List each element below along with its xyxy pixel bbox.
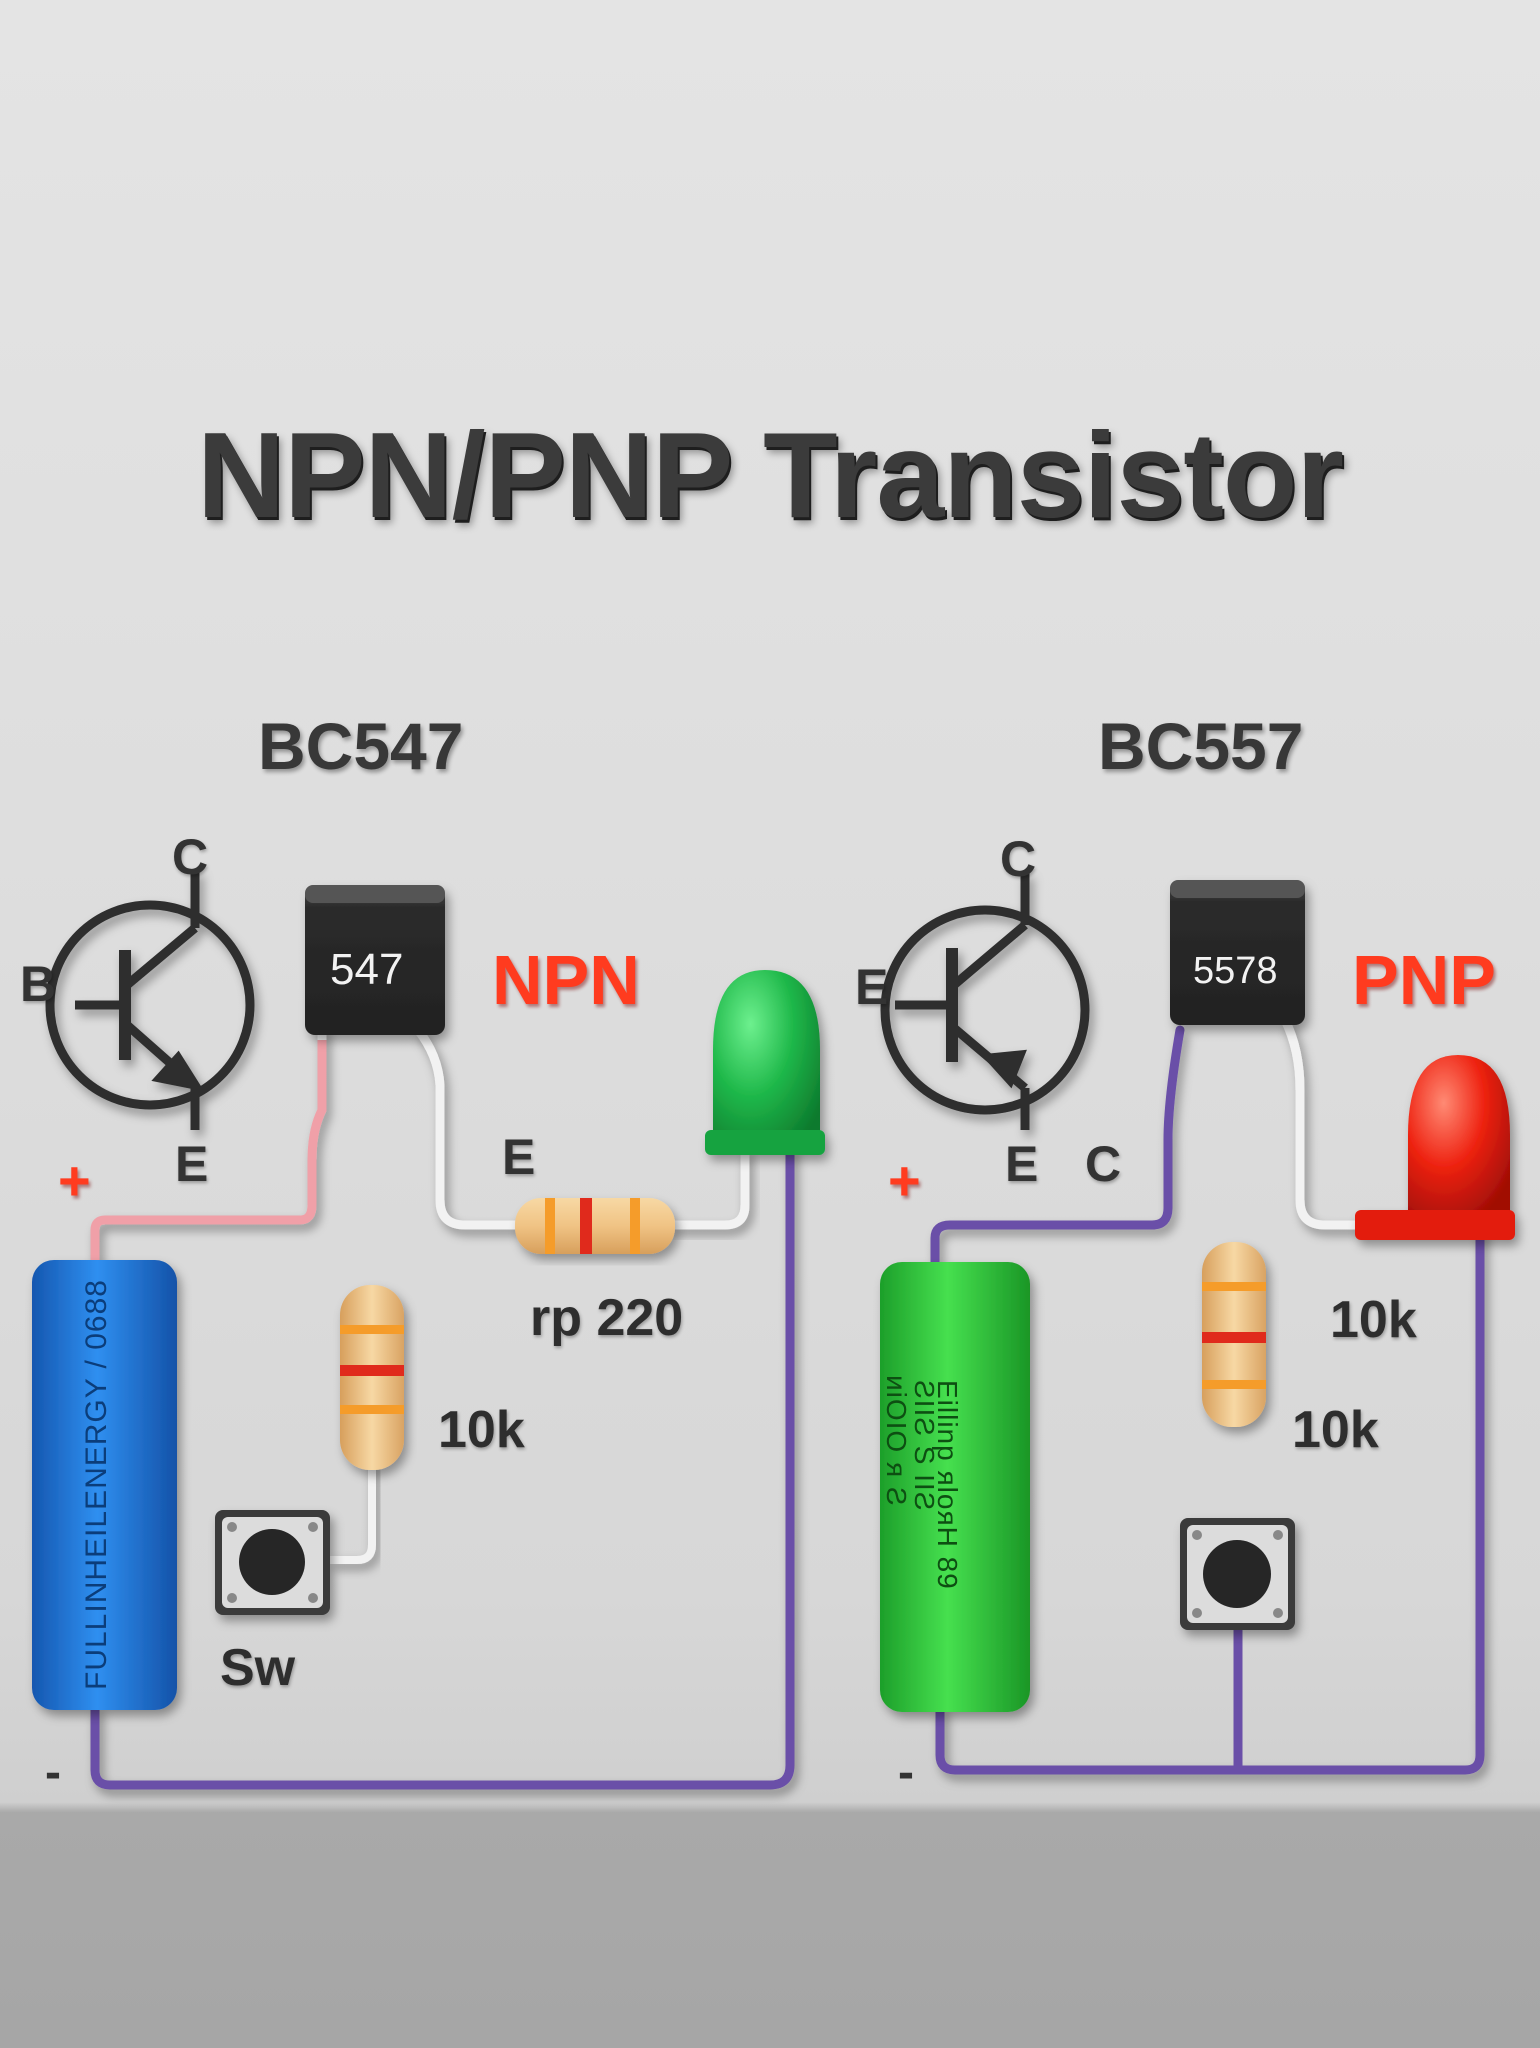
npn-type-label: NPN: [492, 941, 640, 1019]
pnp-battery: [880, 1262, 1030, 1712]
npn-minus-sign: -: [45, 1746, 61, 1799]
npn-pin-b-label: B: [20, 956, 57, 1012]
npn-battery-print: FULLINHEILENERGY / 0688: [80, 1279, 113, 1690]
npn-part-number: BC547: [258, 709, 464, 783]
pnp-part-number: BC557: [1098, 709, 1304, 783]
npn-wire-e-label: E: [502, 1129, 536, 1185]
npn-ground-wire: [90, 1145, 795, 1790]
pnp-chip-code: 5578: [1193, 950, 1278, 992]
npn-chip-code: 547: [330, 945, 404, 994]
pnp-pin-c-label: C: [1000, 831, 1037, 887]
npn-pin-e-label: E: [175, 1136, 209, 1192]
npn-switch-label: Sw: [220, 1639, 296, 1697]
npn-led-wire: [670, 1150, 750, 1230]
pnp-pin-e-left-label: E: [855, 959, 889, 1015]
diagram-title: NPN/PNP Transistor: [197, 407, 1344, 543]
npn-base-resistor-label: 10k: [438, 1401, 525, 1459]
npn-switch-lead: [330, 1460, 376, 1564]
pnp-chip-body: [1170, 880, 1305, 1025]
pnp-type-label: PNP: [1352, 941, 1496, 1019]
pnp-base-resistor: [1202, 1242, 1266, 1427]
pnp-minus-sign: -: [898, 1746, 914, 1799]
pnp-plus-sign: +: [888, 1149, 921, 1212]
npn-chip-body: [305, 885, 445, 1035]
pnp-wire-c-label: C: [1085, 1136, 1122, 1192]
npn-plus-wire: [90, 1025, 327, 1270]
npn-led-resistor-label: rp 220: [530, 1289, 684, 1347]
pnp-circuit: [880, 872, 1515, 1775]
npn-battery: [32, 1260, 177, 1710]
npn-base-resistor: [340, 1285, 404, 1470]
pnp-switch: [1180, 1518, 1295, 1630]
pnp-led: [1355, 1055, 1515, 1240]
pnp-resistor-label-lower: 10k: [1292, 1401, 1379, 1459]
npn-circuit: [32, 870, 825, 1790]
pnp-plus-wire: [930, 1025, 1185, 1270]
npn-led-resistor: [515, 1198, 675, 1254]
pnp-battery-print-3: ᴎiOIO ᴙ Ƨ: [881, 1375, 912, 1507]
npn-plus-sign: +: [58, 1149, 91, 1212]
pnp-transistor-symbol: [880, 872, 1090, 1130]
pnp-pin-e-label: E: [1005, 1136, 1039, 1192]
pnp-collector-lead: [1280, 1017, 1360, 1230]
npn-switch: [215, 1510, 330, 1615]
npn-led: [705, 970, 825, 1155]
pnp-ground-wire: [935, 1225, 1485, 1775]
npn-pin-c-label: C: [172, 829, 209, 885]
npn-emitter-lead: [414, 1027, 520, 1230]
npn-transistor-symbol: [45, 870, 255, 1130]
pnp-battery-print-2: ƧIIƧ S IIƧ: [909, 1380, 940, 1512]
pnp-resistor-label-upper: 10k: [1330, 1291, 1417, 1349]
